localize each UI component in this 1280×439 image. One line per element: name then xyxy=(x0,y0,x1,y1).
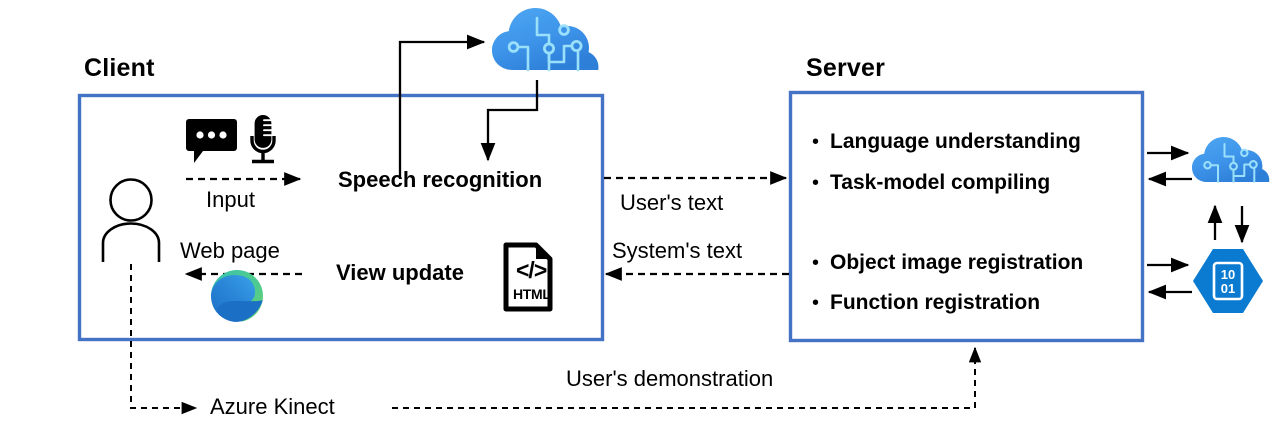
server-bullet-4: • Function registration xyxy=(812,292,1040,313)
server-bullet-1-label: Language understanding xyxy=(830,130,1081,153)
view-update-label: View update xyxy=(336,260,464,285)
server-bullet-3: • Object image registration xyxy=(812,252,1083,273)
users-demonstration-label: User's demonstration xyxy=(566,366,774,391)
users-text-label: User's text xyxy=(620,190,724,215)
systems-text-label: System's text xyxy=(612,238,743,263)
bullet-marker: • xyxy=(812,131,820,153)
server-bullet-2-label: Task-model compiling xyxy=(830,171,1051,194)
bullet-marker: • xyxy=(812,292,820,314)
server-title: Server xyxy=(806,54,886,82)
server-bullet-4-label: Function registration xyxy=(830,291,1041,314)
html-file-label: HTML xyxy=(513,286,551,302)
speech-recognition-label: Speech recognition xyxy=(338,167,543,192)
azure-kinect-label: Azure Kinect xyxy=(210,394,335,419)
input-label: Input xyxy=(206,187,255,212)
bullet-marker: • xyxy=(812,252,820,274)
bullet-marker: • xyxy=(812,172,820,194)
web-page-label: Web page xyxy=(180,238,280,263)
server-bullet-2: • Task-model compiling xyxy=(812,172,1050,193)
html-code-glyph: </> xyxy=(516,257,547,283)
client-title: Client xyxy=(84,54,155,82)
server-bullet-1: • Language understanding xyxy=(812,131,1081,152)
server-bullet-3-label: Object image registration xyxy=(830,251,1084,274)
